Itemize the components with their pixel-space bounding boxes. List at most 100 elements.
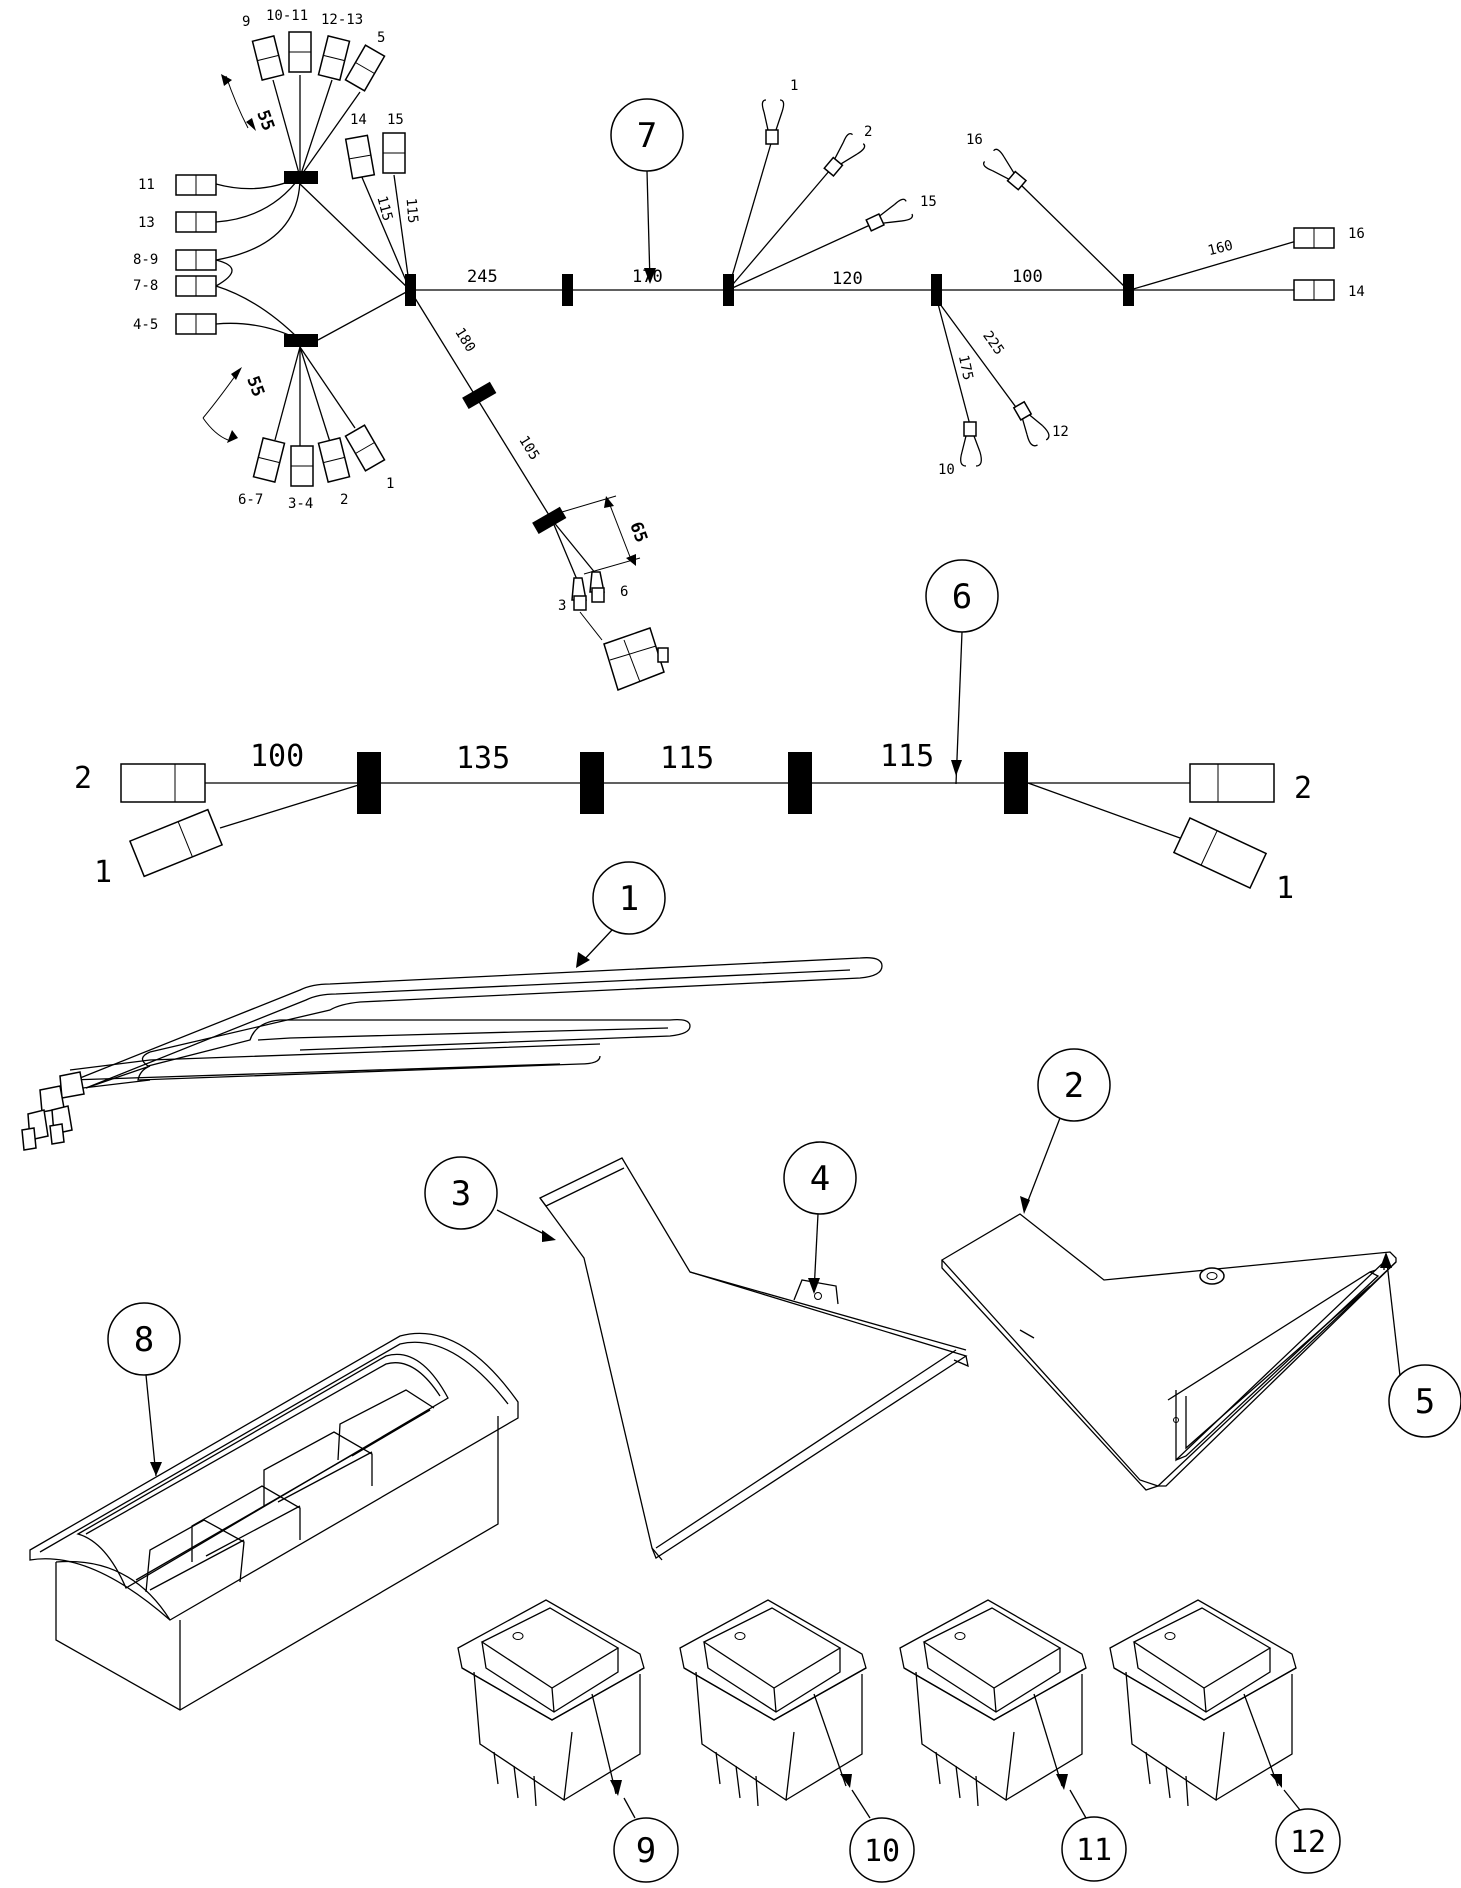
callout-label: 5 <box>1415 1382 1435 1422</box>
fork-label: 12 <box>1052 424 1069 440</box>
segment-length: 245 <box>467 267 498 287</box>
callout-label: 11 <box>1076 1833 1112 1868</box>
segment-length: 135 <box>456 741 510 776</box>
connector <box>1189 763 1275 803</box>
branch-length: 115 <box>402 197 420 224</box>
clamp <box>462 381 497 410</box>
callout-label: 10 <box>864 1834 900 1869</box>
callout-circle <box>613 1817 679 1883</box>
joint-block <box>357 752 381 814</box>
wiring-harness-7: 245 170 120 100 7 9 10-11 12-13 5 55 <box>133 8 1365 691</box>
fork-label: 15 <box>920 194 937 210</box>
joint-block <box>562 274 573 306</box>
callout-label: 6 <box>952 577 972 617</box>
clamp <box>284 334 318 347</box>
callout-label: 12 <box>1290 1825 1326 1860</box>
fork-terminal <box>865 198 914 232</box>
joint-block <box>1004 752 1028 814</box>
connector-label: 4-5 <box>133 317 158 333</box>
connector-label: 12-13 <box>321 12 363 28</box>
connector <box>128 808 224 878</box>
callout-label: 7 <box>637 116 657 156</box>
connector-label: 10-11 <box>266 8 308 24</box>
segment-length: 100 <box>250 739 304 774</box>
angle-label: 55 <box>242 374 268 400</box>
callout-label: 2 <box>1064 1066 1084 1106</box>
fork-label: 10 <box>938 462 955 478</box>
left-connector-group <box>175 174 217 335</box>
joint-block <box>580 752 604 814</box>
segment-length: 100 <box>1012 267 1043 287</box>
branch-length: 115 <box>373 194 395 223</box>
fork-terminal <box>823 132 866 178</box>
callout-label: 1 <box>619 879 639 919</box>
connector <box>120 763 206 803</box>
heating-element: 1 <box>21 861 883 1151</box>
fork-terminal <box>1012 400 1050 447</box>
rocker-switch <box>899 1599 1087 1807</box>
segment-length: 170 <box>632 267 663 287</box>
connector-label: 6-7 <box>238 492 263 508</box>
segment-length: 120 <box>832 269 863 289</box>
callout-circle <box>1037 1048 1111 1122</box>
connector-label: 9 <box>242 14 250 30</box>
left-bracket: 3 4 <box>424 1141 969 1561</box>
connector-label: 13 <box>138 215 155 231</box>
fork-label: 2 <box>864 124 872 140</box>
callout-label: 8 <box>134 1320 154 1360</box>
heater-terminals <box>21 1071 85 1151</box>
angle-label: 55 <box>252 108 278 134</box>
connector-label: 1 <box>94 855 112 890</box>
callout-circle <box>107 1302 181 1376</box>
joint-block <box>1123 274 1134 306</box>
connector-label: 2 <box>74 761 92 796</box>
branch-length: 175 <box>955 354 976 382</box>
joint-block <box>931 274 942 306</box>
callout-label: 3 <box>451 1174 471 1214</box>
rocker-switch <box>1109 1599 1297 1807</box>
right-bracket: 2 5 <box>940 1048 1461 1491</box>
switch-panel: 8 <box>29 1302 519 1711</box>
fork-label: 1 <box>790 78 798 94</box>
terminal-label: 3 <box>558 598 566 614</box>
connector-label: 1 <box>386 476 394 492</box>
callout-circle <box>1275 1808 1341 1874</box>
branch-length: 160 <box>1206 238 1234 260</box>
callout-circle <box>849 1817 915 1883</box>
segment-length: 115 <box>880 739 934 774</box>
branch-length: 105 <box>515 433 542 463</box>
callout-circle <box>1388 1364 1461 1438</box>
callout-circle <box>783 1141 857 1215</box>
terminal-label: 6 <box>620 584 628 600</box>
callout-circle <box>1061 1816 1127 1882</box>
callout-label: 9 <box>636 1831 656 1871</box>
connector-label: 2 <box>340 492 348 508</box>
dimension-label: 65 <box>625 519 651 545</box>
rocker-switch <box>679 1599 867 1807</box>
connector-label: 2 <box>1294 771 1312 806</box>
rocker-switch <box>457 1599 645 1807</box>
connector-label: 11 <box>138 177 155 193</box>
plug-housing <box>579 611 669 691</box>
callout-label: 4 <box>810 1159 830 1199</box>
fork-terminal <box>982 148 1028 191</box>
connector-label: 1 <box>1276 871 1294 906</box>
connector-label: 14 <box>1348 284 1365 300</box>
fork-terminal <box>761 99 785 145</box>
terminal-group <box>571 571 605 611</box>
callout-circle <box>592 861 666 935</box>
connector-label: 15 <box>387 112 404 128</box>
connector-label: 5 <box>377 30 385 46</box>
joint-block <box>788 752 812 814</box>
callout-circle <box>424 1156 498 1230</box>
connector-label: 8-9 <box>133 252 158 268</box>
wiring-harness-6: 100 135 115 115 2 1 2 1 6 <box>74 559 1312 906</box>
connector-label: 14 <box>350 112 367 128</box>
segment-length: 115 <box>660 741 714 776</box>
branch-length: 180 <box>451 325 478 355</box>
fork-terminal <box>960 421 982 467</box>
clamp <box>532 506 567 535</box>
connector-label: 3-4 <box>288 496 313 512</box>
connector-label: 7-8 <box>133 278 158 294</box>
